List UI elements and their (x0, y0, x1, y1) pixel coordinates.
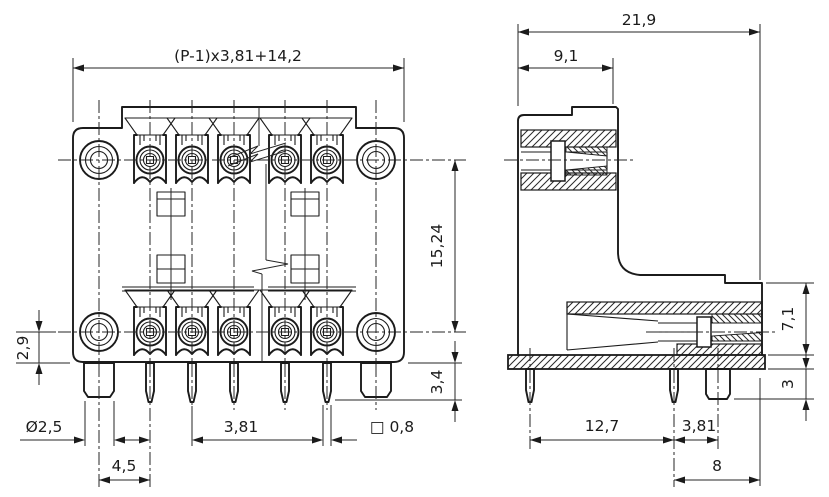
dim-side-peg-length: 3 (734, 347, 814, 421)
dim-label-pin-square: □ 0,8 (370, 418, 414, 436)
dim-side-upper-depth: 9,1 (518, 47, 614, 104)
dim-side-total-depth: 21,9 (517, 11, 761, 486)
dim-front-total-width: (P-1)x3,81+14,2 (72, 47, 405, 122)
dim-label-lower-height: 7,1 (779, 307, 797, 332)
dim-label-row-spacing: 15,24 (428, 224, 446, 268)
dim-front-pin-protrusion: 3,4 (335, 341, 462, 422)
dim-side-pin-to-peg: 3,81 (674, 417, 718, 444)
lower-section-cut (566, 301, 763, 356)
dim-front-row-spacing: 15,24 (428, 160, 459, 332)
dim-front-peg-diameter: Ø2,5 (20, 401, 139, 446)
side-body-outline (517, 106, 763, 356)
dim-label-hole-to-pin: 4,5 (112, 457, 137, 475)
dim-label-total-width: (P-1)x3,81+14,2 (174, 47, 302, 65)
upper-section-cut (520, 129, 617, 191)
base-plate (507, 354, 766, 370)
front-view (72, 106, 405, 403)
dim-label-mount-offset: 2,9 (14, 336, 32, 361)
dim-front-hole-to-pin: 4,5 (99, 457, 150, 484)
lower-shroud-edge (122, 286, 356, 292)
mounting-peg-side (705, 368, 731, 400)
coding-latches (156, 188, 320, 300)
dim-side-pin-row-offset: 12,7 (530, 417, 674, 444)
side-view (507, 106, 766, 403)
dim-label-peg-length: 3 (779, 379, 797, 389)
dim-front-mount-offset: 2,9 (14, 310, 70, 385)
dim-label-pin-to-peg: 3,81 (682, 417, 717, 435)
dim-label-total-depth: 21,9 (622, 11, 657, 29)
dim-label-upper-depth: 9,1 (554, 47, 579, 65)
dim-front-pin-pitch: 3,81 (139, 406, 300, 446)
dim-label-pin-pitch: 3,81 (224, 418, 259, 436)
dim-side-peg-to-edge: 8 (674, 457, 760, 484)
dim-front-pin-square: □ 0,8 (297, 405, 414, 446)
dim-label-pin-protrusion: 3,4 (428, 370, 446, 395)
dim-label-peg-to-edge: 8 (712, 457, 722, 475)
dim-label-peg-diameter: Ø2,5 (26, 418, 63, 436)
front-body-outline (72, 106, 405, 363)
centerlines (58, 100, 778, 487)
dim-label-pin-row-offset: 12,7 (585, 417, 620, 435)
